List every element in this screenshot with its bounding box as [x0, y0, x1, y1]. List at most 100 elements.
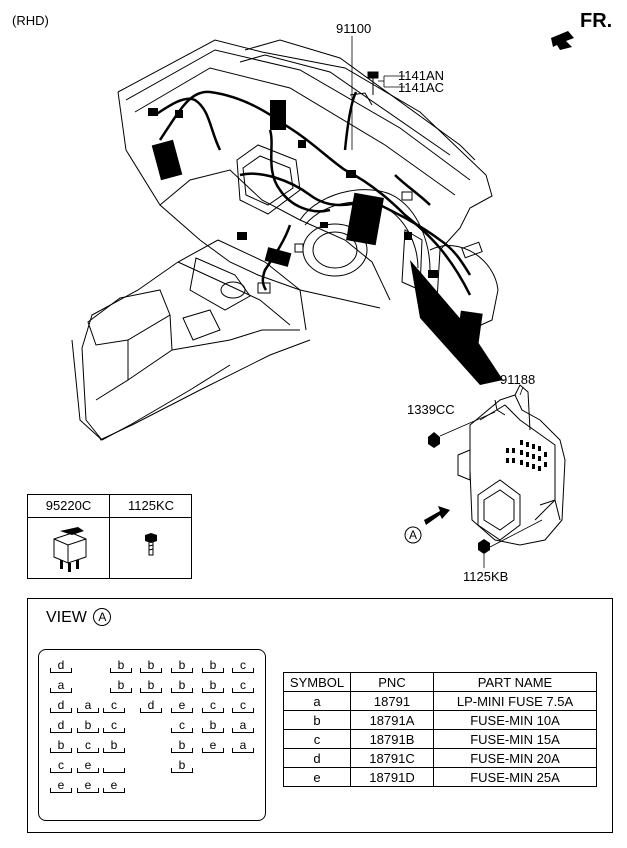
fuse-slot: b [49, 738, 73, 753]
fuse-outline [171, 688, 193, 693]
legend-header-symbol: SYMBOL [283, 672, 351, 692]
fuse-symbol: c [240, 698, 246, 712]
fuse-outline [232, 708, 254, 713]
fuse-symbol: a [57, 678, 65, 692]
fuse-slot: b [201, 718, 225, 733]
fuse-symbol: b [147, 678, 155, 692]
legend-pnc: 18791C [350, 748, 434, 768]
fuse-slot: c [49, 758, 73, 773]
fuse-outline [50, 768, 72, 773]
fuse-slot: b [109, 678, 133, 693]
legend-symbol: a [283, 691, 351, 711]
fuse-symbol: c [111, 718, 117, 732]
fuse-slot: c [102, 698, 126, 713]
front-arrow-icon [551, 31, 574, 50]
front-direction-label: FR. [580, 10, 613, 32]
fuse-symbol: b [117, 678, 125, 692]
fuse-slot: b [201, 678, 225, 693]
fuse-slot: b [170, 758, 194, 773]
fuse-symbol: b [84, 718, 92, 732]
fuse-outline [202, 668, 224, 673]
fuse-symbol: c [111, 698, 117, 712]
fuse-slot: b [170, 678, 194, 693]
fuse-slot: d [49, 658, 73, 673]
console-outline [71, 239, 311, 441]
fuse-symbol: c [210, 698, 216, 712]
fuse-slot: b [102, 738, 126, 753]
parts-box: 95220C 1125KC [27, 494, 192, 579]
callout-bolt-1: 1141AN [398, 68, 445, 83]
legend-pnc: 18791 [350, 691, 434, 711]
fuse-symbol: b [209, 658, 217, 672]
fuse-slot: b [76, 718, 100, 733]
bolt-1141-icon [367, 71, 379, 95]
fuse-outline [140, 708, 162, 713]
fuse-symbol: c [85, 738, 91, 752]
nut-1339cc-icon [428, 432, 440, 448]
fuse-outline [171, 708, 193, 713]
fuse-symbol: b [178, 738, 186, 752]
fuse-outline [202, 708, 224, 713]
fuse-outline [50, 708, 72, 713]
bolt-icon [145, 533, 157, 556]
view-title-marker: A [93, 608, 112, 626]
fuse-outline [171, 768, 193, 773]
fuse-symbol: b [178, 678, 186, 692]
fuse-outline [110, 688, 132, 693]
fuse-slot: e [201, 738, 225, 753]
fuse-symbol: d [147, 698, 155, 712]
dashboard-outline [117, 39, 499, 331]
callout-bolt-bottom: 1125KB [463, 569, 509, 584]
legend-part-name: FUSE-MIN 15A [433, 729, 597, 749]
fuse-symbol: b [209, 718, 217, 732]
fuse-slot: c [231, 658, 255, 673]
callout-nut: 1339CC [407, 402, 455, 417]
leader-lines [351, 36, 543, 568]
legend-header-row: SYMBOL PNC PART NAME [283, 672, 597, 692]
fuse-symbol: c [240, 678, 246, 692]
fuse-outline [77, 768, 99, 773]
view-a-circle [404, 526, 422, 544]
callout-harness: 91100 [336, 21, 372, 36]
fuse-symbol: e [57, 778, 65, 792]
fuse-outline [77, 788, 99, 793]
fuse-symbol: b [117, 658, 125, 672]
fuse-outline [140, 668, 162, 673]
fuse-outline [103, 788, 125, 793]
fuse-symbol: b [110, 738, 118, 752]
fuse-slot: c [170, 718, 194, 733]
fuse-outline [50, 788, 72, 793]
fuse-slot: a [231, 738, 255, 753]
fuse-outline [140, 688, 162, 693]
fuse-symbol: a [84, 698, 92, 712]
fuse-outline [202, 728, 224, 733]
fuse-symbol: b [147, 658, 155, 672]
fuse-slot: e [76, 758, 100, 773]
fuse-symbol: a [239, 738, 247, 752]
fuse-slot: c [231, 698, 255, 713]
fuse-outline [103, 748, 125, 753]
fuse-slot: b [170, 738, 194, 753]
fuse-symbol: e [110, 778, 118, 792]
fuse-outline [50, 748, 72, 753]
legend-pnc: 18791A [350, 710, 434, 730]
fuse-slot: c [102, 718, 126, 733]
bolt-1125kb-icon [478, 539, 490, 554]
connector-blocks [148, 100, 483, 354]
legend-header-pnc: PNC [350, 672, 434, 692]
fuse-slot: d [49, 718, 73, 733]
legend-pnc: 18791B [350, 729, 434, 749]
bolt-part-number: 1125KC [110, 495, 192, 518]
fuse-outline [103, 708, 125, 713]
view-a-marker: A [409, 528, 418, 542]
fuse-slot: e [76, 778, 100, 793]
parts-cell-bolt: 1125KC [110, 495, 192, 579]
fuse-outline [103, 728, 125, 733]
rhd-note: (RHD) [12, 13, 49, 28]
fuse-outline [232, 688, 254, 693]
fuse-slot: c [201, 698, 225, 713]
fuse-symbol: b [178, 658, 186, 672]
